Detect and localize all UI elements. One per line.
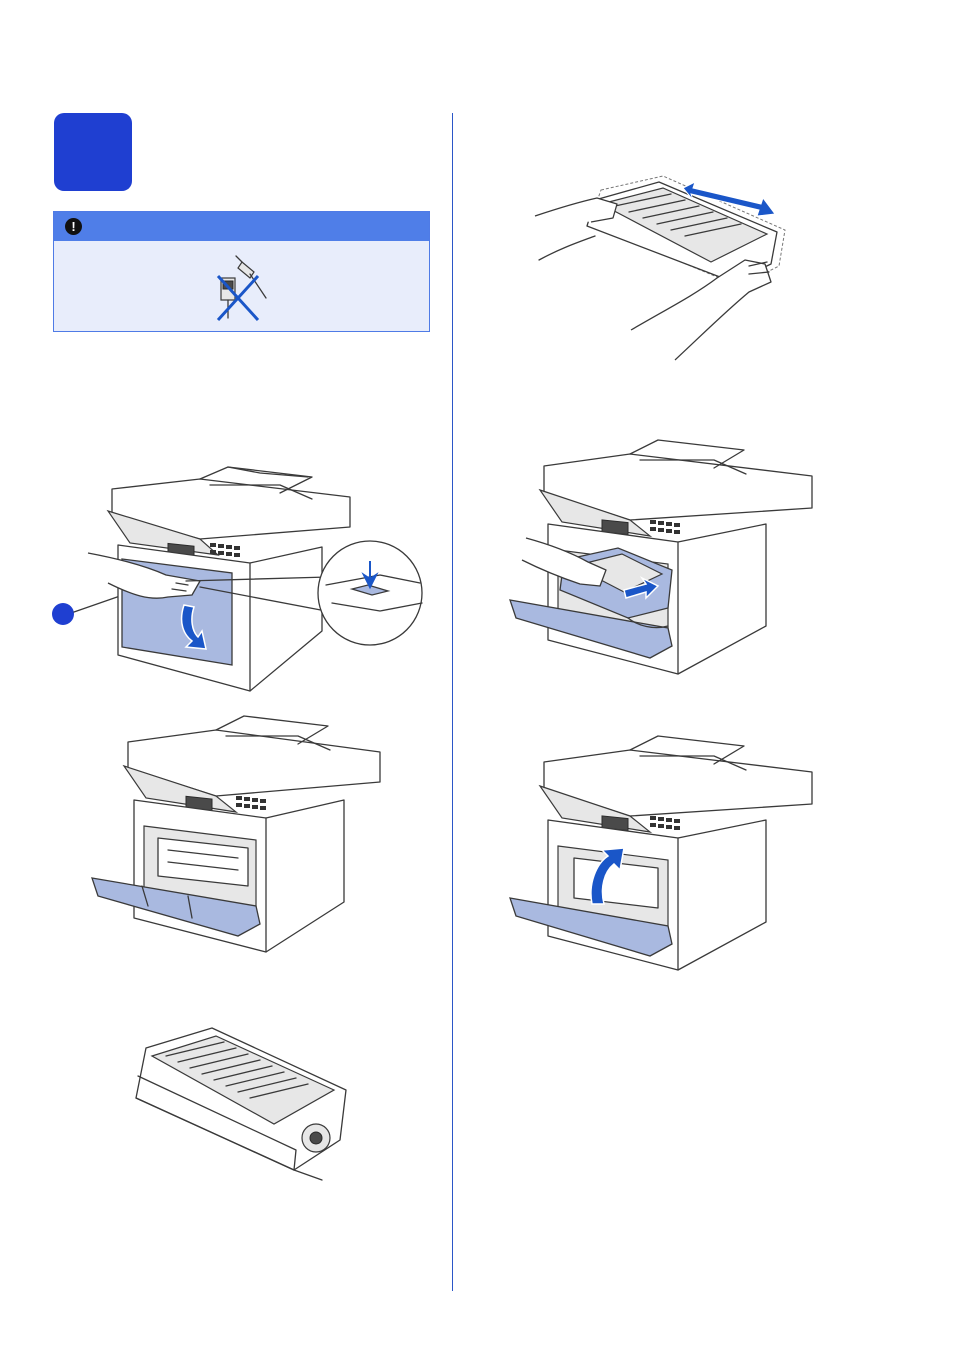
note-box: ! [53, 211, 430, 332]
insert-drum-illustration [508, 420, 820, 680]
printer-cover-opened-illustration [88, 700, 398, 962]
step-number-badge [54, 113, 132, 191]
drum-toner-assembly-illustration [126, 1020, 352, 1180]
close-cover-illustration [508, 718, 820, 978]
callout-circle-icon [52, 603, 74, 625]
column-divider [452, 113, 453, 1291]
front-cover-open-illustration [50, 455, 430, 700]
note-header: ! [54, 212, 429, 241]
no-cable-icon [214, 248, 274, 328]
exclamation-icon: ! [65, 218, 82, 235]
shake-toner-illustration [535, 170, 815, 360]
